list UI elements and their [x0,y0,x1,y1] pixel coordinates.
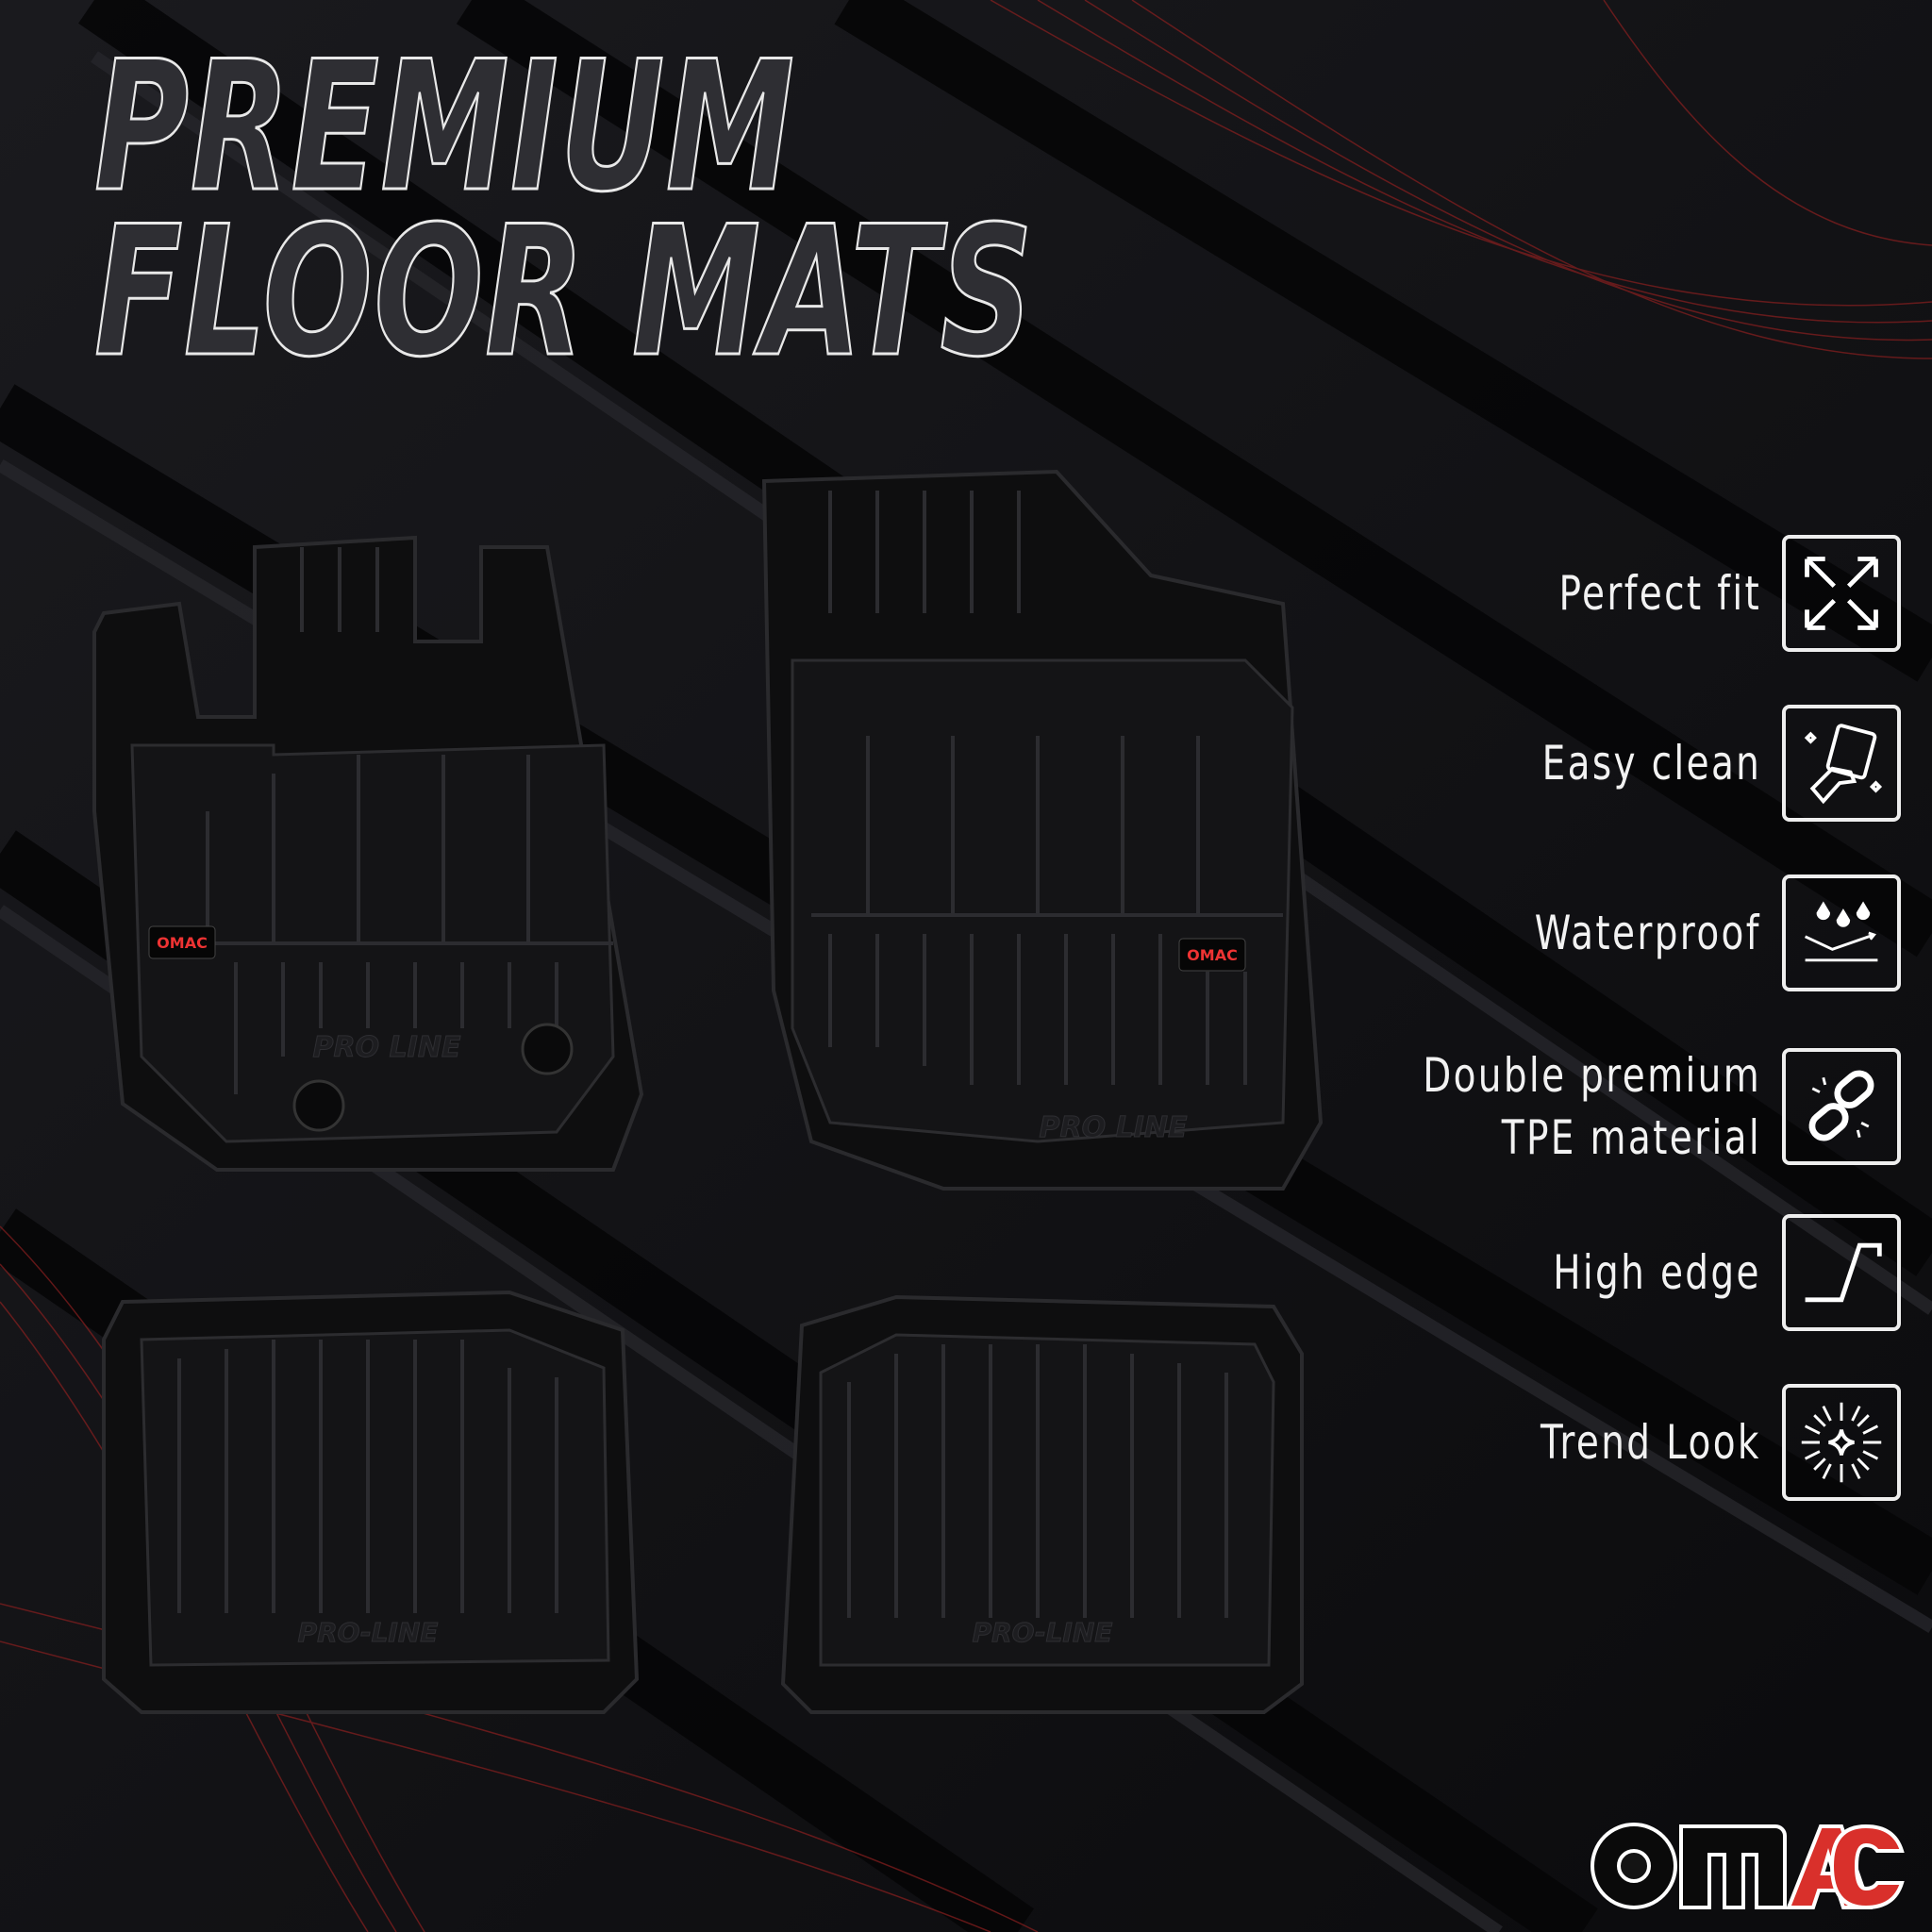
feature-easy-clean: Easy clean [1480,705,1901,822]
headline-line-2: FLOOR MATS [93,188,1035,396]
mat-embossed-text: PRO-LINE [973,1617,1113,1648]
feature-label: Perfect fit [1558,566,1761,621]
headline-line-1: PREMIUM [93,23,796,231]
rear-right-mat: PRO-LINE [780,1294,1304,1714]
water-drops-icon [1782,874,1901,991]
feature-label: Waterproof [1534,906,1761,960]
omac-logo [1591,1823,1905,1910]
front-left-mat: OMAC PRO LINE [92,535,644,1172]
feature-trend-look: Trend Look [1478,1384,1901,1501]
feature-label: Double premium TPE material [1423,1048,1761,1165]
chain-link-icon [1782,1048,1901,1165]
feature-label: Trend Look [1541,1415,1761,1470]
feature-perfect-fit: Perfect fit [1502,535,1901,652]
mat-badge: OMAC [1187,946,1238,964]
feature-label: Easy clean [1541,736,1761,791]
feature-tpe-material: Double premium TPE material [1327,1044,1901,1169]
feature-high-edge: High edge [1494,1214,1901,1331]
expand-arrows-icon [1782,535,1901,652]
mat-badge: OMAC [157,934,208,952]
mat-embossed-text: PRO LINE [1040,1111,1188,1144]
front-right-mat: OMAC PRO LINE [761,469,1324,1191]
mat-embossed-text: PRO LINE [313,1031,461,1064]
feature-waterproof: Waterproof [1471,874,1901,991]
rear-left-mat: PRO-LINE [102,1290,640,1714]
feature-label: High edge [1553,1245,1761,1300]
hand-wiping-icon [1782,705,1901,822]
sparkle-icon [1782,1384,1901,1501]
high-edge-icon [1782,1214,1901,1331]
mat-embossed-text: PRO-LINE [298,1617,439,1648]
